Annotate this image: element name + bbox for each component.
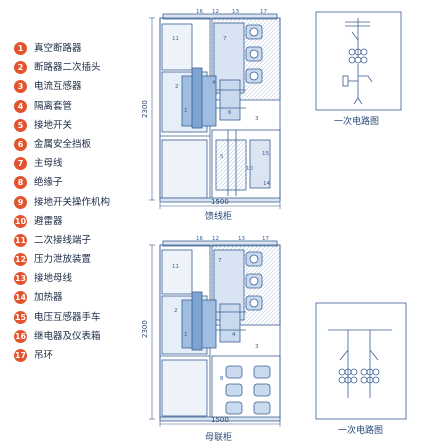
svg-text:16: 16	[196, 236, 203, 242]
legend-label: 接地母线	[34, 273, 73, 285]
bus-tie-dimensions	[149, 244, 281, 427]
svg-text:1: 1	[184, 332, 188, 338]
svg-text:17: 17	[262, 236, 269, 242]
legend-label: 接地开关	[34, 119, 73, 131]
legend-number-badge: 14	[14, 291, 27, 305]
svg-text:7: 7	[223, 36, 227, 42]
svg-text:6: 6	[228, 110, 232, 116]
legend-item: 17 吊环	[14, 347, 154, 366]
legend-number-badge: 17	[14, 349, 27, 362]
legend-item: 6 金属安全挡板	[14, 136, 154, 155]
legend-label: 绝缘子	[34, 177, 63, 189]
legend-number-badge: 4	[14, 99, 27, 113]
bus-tie-circuit-caption: 一次电路图	[338, 426, 384, 436]
feeder-width-dim: 1500	[211, 198, 229, 206]
legend-number-badge: 10	[14, 214, 27, 228]
svg-text:2: 2	[175, 84, 179, 90]
feeder-height-dim: 2300	[141, 100, 149, 118]
legend-label: 压力泄放装置	[34, 254, 92, 266]
legend-number-badge: 15	[14, 310, 27, 324]
svg-text:17: 17	[260, 9, 267, 15]
legend-number-badge: 5	[14, 118, 27, 132]
svg-text:5: 5	[220, 154, 224, 160]
legend-label: 真空断路器	[34, 43, 82, 54]
svg-text:1: 1	[184, 108, 188, 114]
legend-label: 继电器及仪表箱	[34, 330, 101, 342]
legend-number-badge: 13	[14, 272, 27, 286]
legend-item: 14 加热器	[14, 289, 154, 308]
bus-tie-caption: 母联柜	[205, 433, 233, 443]
legend-item: 10 避雷器	[14, 213, 154, 232]
legend-number-badge: 11	[14, 233, 27, 247]
feeder-circuit-caption: 一次电路图	[334, 117, 380, 127]
svg-text:14: 14	[263, 181, 270, 187]
legend-number-badge: 9	[14, 195, 27, 209]
svg-text:12: 12	[212, 236, 219, 242]
legend-item: 13 接地母线	[14, 270, 154, 289]
svg-text:11: 11	[172, 264, 179, 270]
svg-text:12: 12	[212, 9, 219, 15]
legend-item: 12 压力泄放装置	[14, 251, 154, 270]
legend-number-badge: 2	[14, 61, 27, 75]
feeder-caption: 馈线柜	[205, 212, 233, 222]
svg-text:4: 4	[212, 80, 216, 86]
legend-number-badge: 7	[14, 157, 27, 171]
svg-text:4: 4	[232, 332, 236, 338]
legend-number-badge: 3	[14, 80, 27, 94]
legend-label: 接地开关操作机构	[34, 196, 111, 208]
svg-text:3: 3	[255, 344, 259, 350]
legend-item: 9 接地开关操作机构	[14, 194, 154, 213]
svg-text:3: 3	[255, 116, 259, 122]
legend-number-badge: 1	[14, 42, 27, 55]
bus-tie-height-dim: 2300	[141, 320, 149, 338]
svg-text:11: 11	[172, 36, 179, 42]
feeder-cabinet: 16 12 13 17 11 7 2 4 6 1 3 15 10 5 14	[159, 9, 281, 203]
legend-number-badge: 12	[14, 253, 27, 267]
legend-label: 电流互感器	[34, 81, 82, 93]
legend-label: 电压互感器手车	[34, 311, 101, 323]
legend-item: 16 继电器及仪表箱	[14, 328, 154, 347]
legend-label: 主母线	[34, 158, 63, 170]
legend-item: 4 隔离套管	[14, 98, 154, 117]
legend-label: 二次接线端子	[34, 234, 92, 246]
legend-label: 隔离套管	[34, 100, 73, 112]
svg-text:16: 16	[196, 9, 203, 15]
legend-number-badge: 6	[14, 137, 27, 151]
bus-tie-width-dim: 1500	[211, 416, 229, 424]
legend-number-badge: 8	[14, 176, 27, 190]
feeder-dimensions	[149, 17, 281, 209]
svg-text:10: 10	[246, 166, 253, 172]
legend-item: 1 真空断路器	[14, 40, 154, 59]
svg-text:13: 13	[232, 9, 239, 15]
legend-item: 8 绝缘子	[14, 174, 154, 193]
svg-text:15: 15	[262, 151, 269, 157]
svg-text:2: 2	[174, 308, 178, 314]
legend-label: 金属安全挡板	[34, 138, 92, 150]
legend-item: 7 主母线	[14, 155, 154, 174]
legend-label: 加热器	[34, 292, 63, 304]
svg-text:13: 13	[238, 236, 245, 242]
component-legend: 1 真空断路器 2 断路器二次插头 3 电流互感器 4 隔离套管 5 接地开关 6 金属安全挡板 7 主母…	[14, 40, 154, 366]
svg-text:8: 8	[220, 376, 224, 382]
svg-text:7: 7	[218, 258, 222, 264]
legend-item: 5 接地开关	[14, 117, 154, 136]
legend-number-badge: 16	[14, 329, 27, 343]
legend-item: 2 断路器二次插头	[14, 59, 154, 78]
legend-item: 11 二次接线端子	[14, 232, 154, 251]
bus-tie-circuit-box	[315, 302, 407, 420]
legend-item: 3 电流互感器	[14, 78, 154, 97]
bus-tie-cabinet: 16 12 13 17 11 7 2 1 4 3 8	[159, 236, 281, 422]
legend-label: 断路器二次插头	[34, 62, 101, 74]
legend-label: 避雷器	[34, 215, 63, 227]
feeder-circuit-box	[315, 11, 402, 111]
legend-item: 15 电压互感器手车	[14, 309, 154, 328]
legend-label: 吊环	[34, 350, 54, 361]
